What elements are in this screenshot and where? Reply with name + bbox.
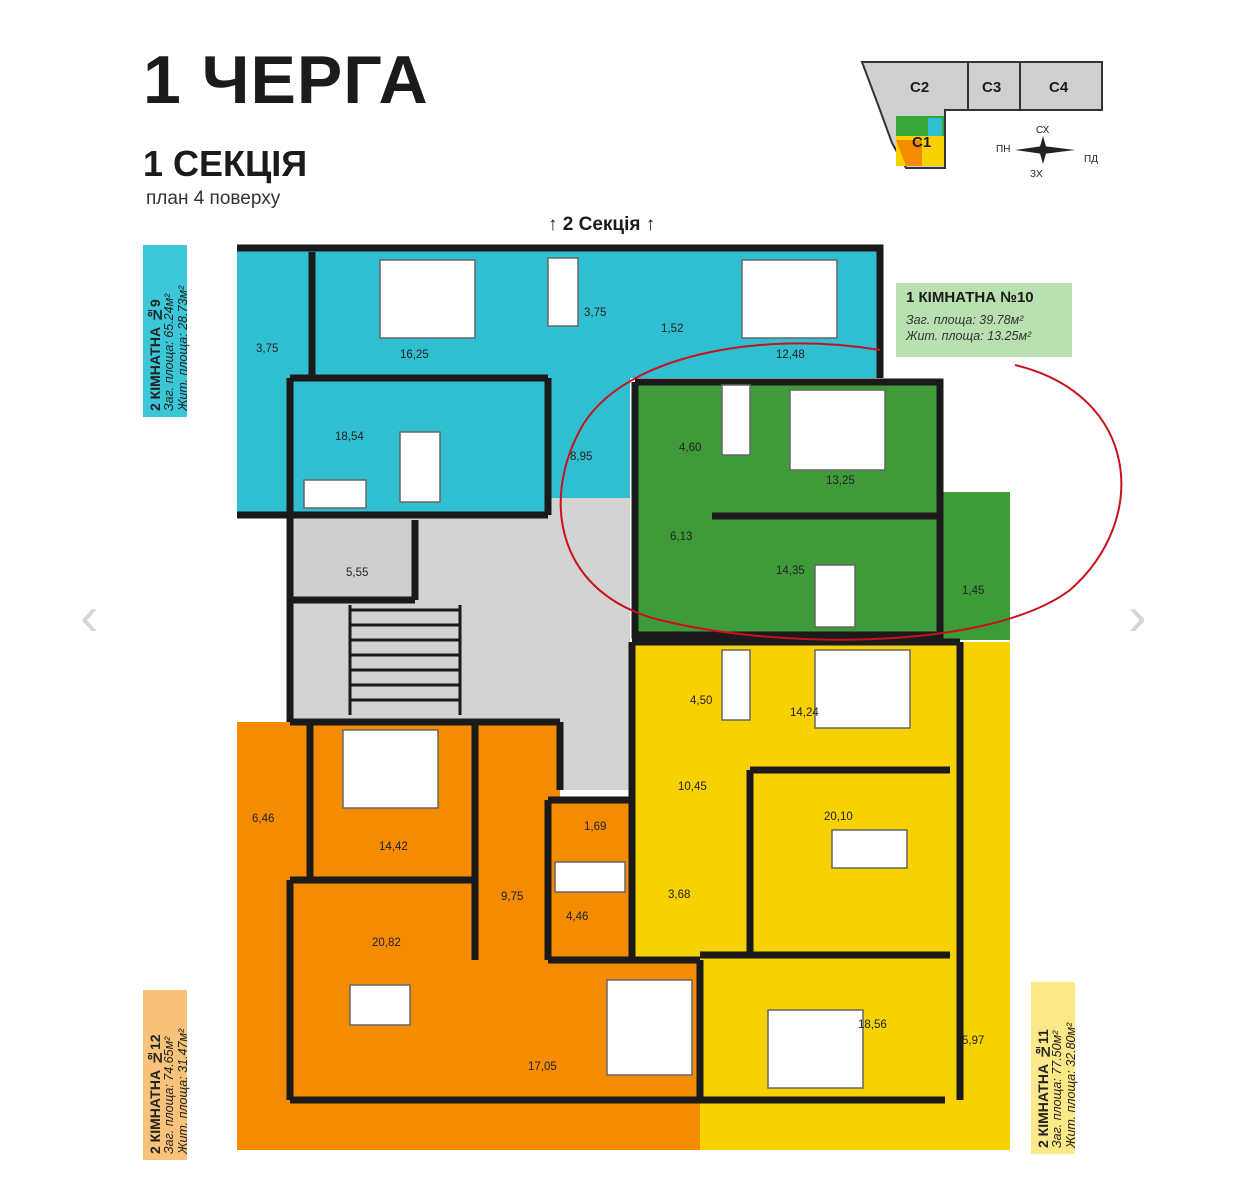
apartment-10-total-area: Заг. площа: 39.78м² — [906, 313, 1024, 327]
room-area: 17,05 — [528, 1061, 557, 1073]
section-2-link[interactable]: ↑ 2 Секція ↑ — [548, 214, 656, 235]
room-area: 3,75 — [256, 343, 278, 355]
room-area: 8,95 — [570, 451, 592, 463]
room-area: 10,45 — [678, 781, 707, 793]
prev-arrow-icon[interactable]: ‹ — [80, 584, 99, 647]
room-area: 6,46 — [252, 813, 274, 825]
room-labels-apt12: 6,46 14,42 1,69 9,75 4,46 20,82 17,05 — [252, 813, 606, 1073]
room-area: 5,55 — [346, 567, 368, 579]
room-labels-apt9: 3,75 16,25 3,75 1,52 12,48 18,54 8,95 — [256, 307, 805, 463]
room-labels-common: 5,55 — [346, 567, 368, 579]
section-title: 1 СЕКЦІЯ — [143, 143, 308, 184]
compass-south: ПД — [1084, 154, 1098, 165]
apartment-10-title: 1 КІМНАТНА №10 — [906, 289, 1034, 306]
room-area: 4,60 — [679, 442, 701, 454]
room-area: 12,48 — [776, 349, 805, 361]
room-area: 14,42 — [379, 841, 408, 853]
room-area: 3,68 — [668, 889, 690, 901]
room-area: 18,56 — [858, 1019, 887, 1031]
room-area: 3,75 — [584, 307, 606, 319]
walls — [237, 244, 964, 1104]
room-area: 20,82 — [372, 937, 401, 949]
room-area: 13,25 — [826, 475, 855, 487]
stairs — [348, 605, 462, 715]
room-area: 16,25 — [400, 349, 429, 361]
room-area: 18,54 — [335, 431, 364, 443]
compass-icon: СХ ПН ПД ЗХ — [996, 125, 1098, 180]
room-area: 5,97 — [962, 1035, 984, 1047]
room-area: 6,13 — [670, 531, 692, 543]
compass-east: СХ — [1036, 125, 1050, 136]
plan-subtitle: план 4 поверху — [146, 188, 281, 209]
room-area: 4,50 — [690, 695, 712, 707]
room-labels-apt10: 4,60 13,25 6,13 14,35 1,45 — [670, 442, 984, 597]
highlight-circle — [559, 342, 1123, 641]
room-area: 9,75 — [501, 891, 523, 903]
key-section-c4: С4 — [1049, 79, 1069, 96]
room-area: 1,45 — [962, 585, 984, 597]
room-area: 1,52 — [661, 323, 683, 335]
apartment-10-balcony — [940, 492, 1010, 640]
furniture — [303, 257, 911, 1089]
apartment-10-living-area: Жит. площа: 13.25м² — [906, 329, 1032, 343]
apartment-12-area[interactable] — [237, 722, 700, 1150]
apartment-10-label: 1 КІМНАТНА №10 Заг. площа: 39.78м² Жит. … — [896, 283, 1072, 357]
room-area: 20,10 — [824, 811, 853, 823]
key-plan[interactable]: С2 С3 С4 С1 — [860, 61, 1103, 169]
room-area: 14,35 — [776, 565, 805, 577]
compass-west: ЗХ — [1030, 169, 1043, 180]
room-area: 1,69 — [584, 821, 606, 833]
compass-north: ПН — [996, 144, 1010, 155]
room-labels-apt11: 4,50 14,24 10,45 20,10 3,68 18,56 5,97 — [668, 695, 984, 1047]
queue-title: 1 ЧЕРГА — [143, 42, 429, 118]
next-arrow-icon[interactable]: › — [1128, 584, 1147, 647]
apartment-10-area[interactable] — [635, 382, 940, 635]
room-area: 14,24 — [790, 707, 819, 719]
key-section-c2: С2 — [910, 79, 929, 96]
key-section-c3: С3 — [982, 79, 1001, 96]
room-area: 4,46 — [566, 911, 588, 923]
key-section-c1: С1 — [912, 134, 931, 151]
